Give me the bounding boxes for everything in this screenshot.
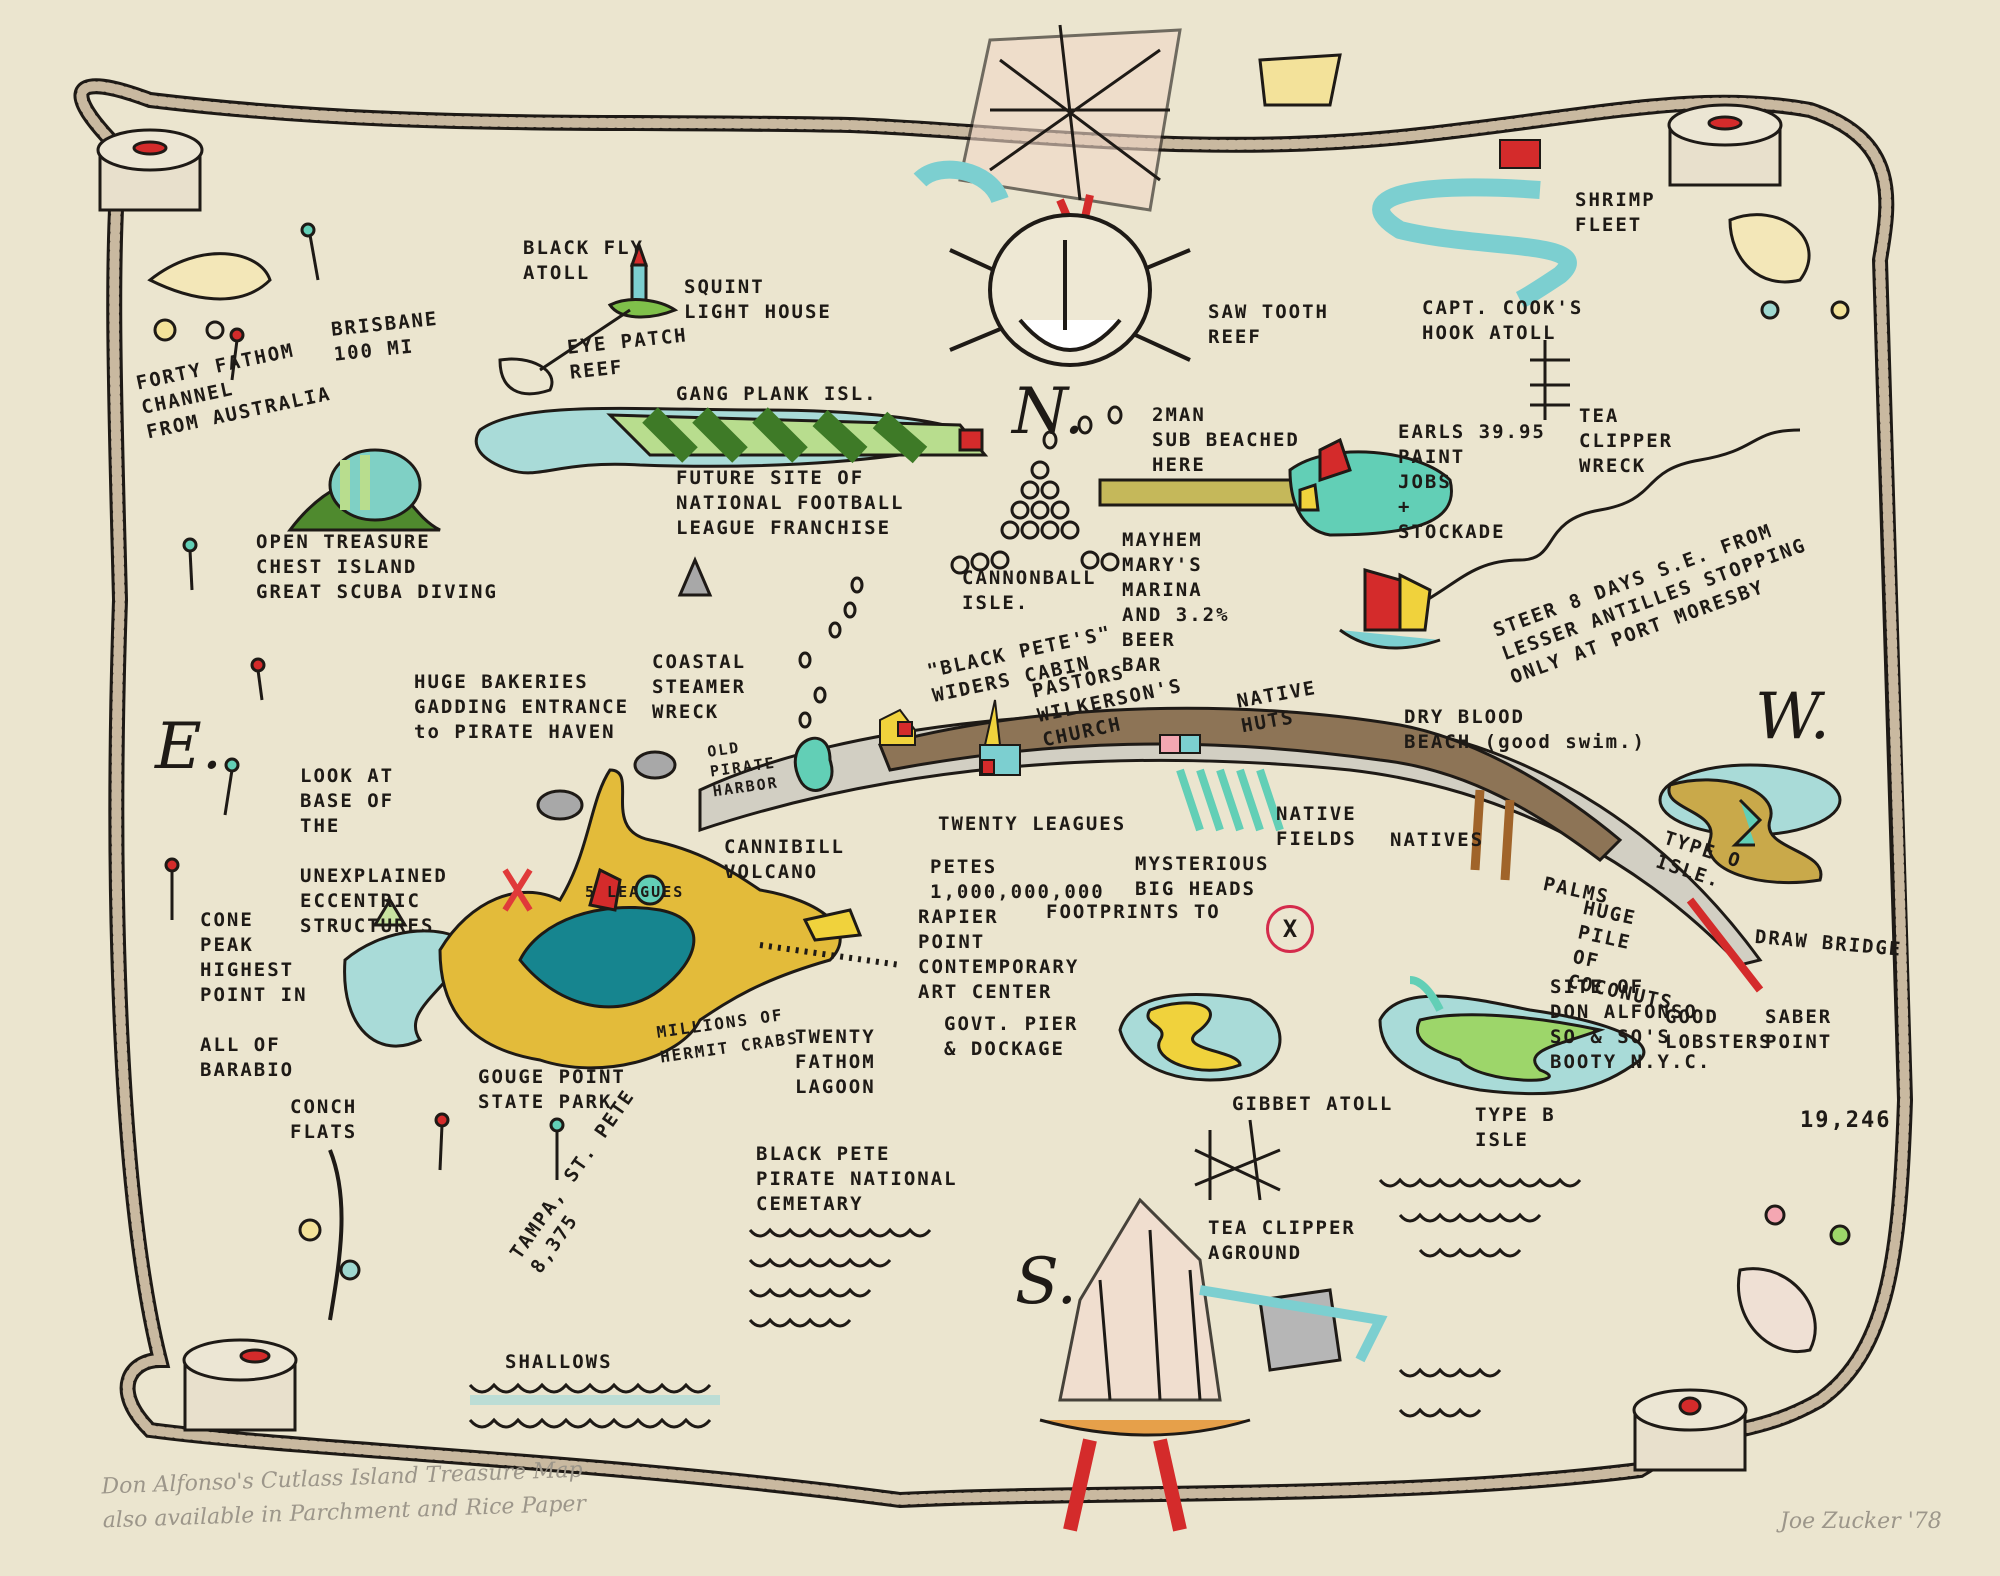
label-govt-pier: GOVT. PIER & DOCKAGE bbox=[944, 1013, 1079, 1060]
fish-decorations bbox=[147, 213, 1851, 1353]
label-black-pete-cemetary: BLACK PETE PIRATE NATIONAL CEMETARY bbox=[756, 1143, 958, 1215]
label-cannibill-volcano: CANNIBILL VOLCANO bbox=[724, 836, 845, 883]
label-2man-sub: 2MAN SUB BEACHED HERE bbox=[1152, 404, 1300, 476]
label-coastal-steamer-wreck: COASTAL STEAMER WRECK bbox=[652, 651, 747, 723]
label-natives: NATIVES bbox=[1390, 829, 1485, 851]
label-squint-lighthouse: SQUINT LIGHT HOUSE bbox=[684, 276, 832, 323]
compass-west: W. bbox=[1755, 680, 1830, 754]
label-saber-point: SABER POINT bbox=[1765, 1006, 1833, 1053]
earls-island bbox=[1098, 437, 1453, 537]
label-tea-clipper-aground: TEA CLIPPER AGROUND bbox=[1208, 1217, 1356, 1264]
skull-and-crossbones bbox=[949, 213, 1191, 367]
label-mysterious-big-heads: MYSTERIOUS BIG HEADS bbox=[1135, 853, 1270, 900]
artist-signature: Joe Zucker '78 bbox=[1780, 1509, 1942, 1534]
label-huge-bakeries: HUGE BAKERIES GADDING ENTRANCE to PIRATE… bbox=[414, 671, 630, 743]
pirate-ship-top bbox=[913, 24, 1342, 241]
squint-lighthouse bbox=[498, 240, 679, 396]
map-pins bbox=[164, 222, 565, 1180]
beach-arc bbox=[698, 706, 1764, 993]
sea-waves bbox=[468, 1177, 1582, 1429]
label-look-at-base: LOOK AT BASE OF THE UNEXPLAINED ECCENTRI… bbox=[300, 765, 448, 937]
label-black-fly-atoll: BLACK FLY ATOLL bbox=[523, 237, 644, 284]
label-native-fields: NATIVE FIELDS bbox=[1276, 803, 1357, 850]
tea-clipper-wreck bbox=[1530, 340, 1570, 420]
gang-plank-island bbox=[474, 406, 989, 475]
label-capt-cooks-hook-atoll: CAPT. COOK'S HOOK ATOLL bbox=[1422, 297, 1584, 344]
label-conch-flats: CONCH FLATS bbox=[290, 1096, 358, 1143]
pirate-ship-bottom bbox=[1039, 1197, 1388, 1532]
compass-south: S. bbox=[1015, 1245, 1077, 1319]
label-dry-blood-beach: DRY BLOOD BEACH (good swim.) bbox=[1404, 706, 1646, 753]
label-footprints-to: FOOTPRINTS TO bbox=[1046, 901, 1221, 923]
reel-top-left bbox=[96, 128, 204, 212]
label-site-of-don-alfonso: SITE OF DON ALFONSO SO & SO'S BOOTY N.Y.… bbox=[1550, 976, 1712, 1073]
label-gouge-point: GOUGE POINT STATE PARK bbox=[478, 1066, 626, 1113]
reel-top-right bbox=[1667, 103, 1783, 187]
compass-north: N. bbox=[1012, 375, 1085, 449]
label-good-lobsters: GOOD LOBSTERS bbox=[1665, 1006, 1773, 1053]
label-shallows: SHALLOWS bbox=[505, 1351, 613, 1373]
label-5-leagues: 5 LEAGUES bbox=[585, 883, 685, 901]
label-cone-peak: CONE PEAK HIGHEST POINT IN ALL OF BARABI… bbox=[200, 909, 308, 1081]
label-type-b-isle: TYPE B ISLE bbox=[1475, 1104, 1556, 1151]
gibbet-atoll bbox=[1118, 992, 1282, 1082]
label-rapier-point: RAPIER POINT CONTEMPORARY ART CENTER bbox=[918, 906, 1080, 1003]
label-open-treasure-chest-island: OPEN TREASURE CHEST ISLAND GREAT SCUBA D… bbox=[256, 531, 498, 603]
bubbles bbox=[798, 405, 1123, 729]
label-mayhem-marys-marina: MAYHEM MARY'S MARINA AND 3.2% BEER BAR bbox=[1122, 529, 1230, 676]
reel-bottom-right bbox=[1632, 1388, 1748, 1472]
label-twenty-fathom-lagoon: TWENTY FATHOM LAGOON bbox=[795, 1026, 876, 1098]
label-earls-paint-jobs: EARLS 39.95 PAINT JOBS + STOCKADE bbox=[1398, 421, 1546, 543]
label-tea-clipper-wreck: TEA CLIPPER WRECK bbox=[1579, 405, 1674, 477]
tea-clipper-aground bbox=[1194, 1119, 1281, 1201]
reel-bottom-left bbox=[182, 1338, 298, 1432]
label-twenty-leagues: TWENTY LEAGUES bbox=[938, 813, 1127, 835]
galleon-sailing bbox=[1339, 568, 1441, 650]
treasure-chest-island bbox=[286, 448, 441, 532]
label-petes-billion: PETES 1,000,000,000 bbox=[930, 856, 1105, 903]
compass-east: E. bbox=[155, 710, 223, 784]
treasure-x-marker: X bbox=[1266, 905, 1314, 953]
cannonball-pile bbox=[950, 460, 1120, 575]
type-b-isle bbox=[1378, 976, 1646, 1096]
label-cannonball-isle: CANNONBALL ISLE. bbox=[962, 567, 1097, 614]
label-shrimp-fleet: SHRIMP FLEET bbox=[1575, 189, 1656, 236]
coastal-steamer-wreck bbox=[677, 556, 713, 597]
label-gang-plank-isl: GANG PLANK ISL. bbox=[676, 383, 878, 405]
shrimp-fleet-channel bbox=[1372, 178, 1577, 309]
shipping-route bbox=[1379, 428, 1801, 622]
label-gibbet-atoll: GIBBET ATOLL bbox=[1232, 1093, 1394, 1115]
label-old-pirate-harbor: OLD PIRATE HARBOR bbox=[706, 738, 780, 801]
label-19246: 19,246 bbox=[1800, 1108, 1892, 1133]
label-saw-tooth-reef: SAW TOOTH REEF bbox=[1208, 301, 1329, 348]
village-buildings bbox=[879, 699, 1201, 776]
label-future-site-nfl: FUTURE SITE OF NATIONAL FOOTBALL LEAGUE … bbox=[676, 467, 905, 539]
cutlass-island bbox=[343, 736, 901, 1070]
type-o-isle bbox=[1658, 763, 1842, 885]
